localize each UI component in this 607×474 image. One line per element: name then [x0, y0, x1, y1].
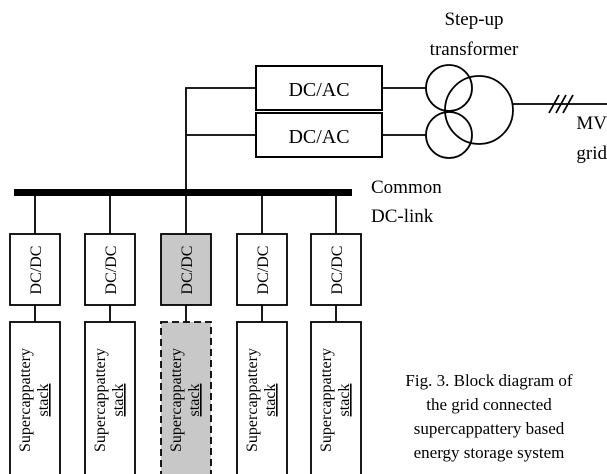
dc-dc-converter-4	[236, 233, 288, 306]
grid-label-line-1: MV	[576, 113, 607, 134]
supercappattery-stack-3-label-line-1: Supercappattery	[168, 348, 185, 452]
step-up-transformer-symbol	[425, 64, 514, 159]
dc-dc-converter-1	[9, 233, 61, 306]
supercappattery-stack-1	[9, 321, 61, 474]
caption-line-3: supercappattery based	[414, 419, 565, 438]
supercappattery-stack-4	[236, 321, 288, 474]
caption-line-4: energy storage system	[414, 443, 565, 462]
mv-grid-line	[513, 94, 607, 114]
dc-link-label-line-1: Common	[371, 177, 442, 198]
dc-ac-converter-2	[255, 112, 383, 158]
supercappattery-stack-3-label-line-2: stack	[186, 384, 203, 417]
supercappattery-stack-4-label-line-1: Supercappattery	[244, 348, 261, 452]
dc-dc-converter-4-label: DC/DC	[255, 246, 272, 295]
dc-link-riser	[185, 87, 256, 192]
dc-dc-converter-3-label: DC/DC	[179, 246, 196, 295]
supercappattery-stack-2	[84, 321, 136, 474]
supercappattery-stack-3	[160, 321, 212, 474]
supercappattery-stack-4-label-line-2: stack	[262, 384, 279, 417]
transformer-label-line-1: Step-up	[444, 9, 503, 30]
supercappattery-stack-5-label-line-1: Supercappattery	[318, 348, 335, 452]
supercappattery-stack-2-label-line-1: Supercappattery	[92, 348, 109, 452]
caption-line-1: Fig. 3. Block diagram of	[405, 371, 572, 390]
supercappattery-stack-1-label-line-1: Supercappattery	[17, 348, 34, 452]
supercappattery-stack-5	[310, 321, 362, 474]
grid-label-line-2: grid	[576, 143, 607, 164]
dc-dc-converter-3	[160, 233, 212, 306]
dc-dc-converter-1-label: DC/DC	[28, 246, 45, 295]
dc-dc-converter-5-label: DC/DC	[329, 246, 346, 295]
transformer-label-line-2: transformer	[430, 39, 519, 60]
converter-to-transformer-wires	[382, 87, 426, 136]
dc-dc-converter-2-label: DC/DC	[103, 246, 120, 295]
dc-link-label-line-2: DC-link	[371, 206, 434, 227]
dc-ac-converter-2-label: DC/AC	[288, 126, 349, 148]
supercappattery-stack-1-label-line-2: stack	[35, 384, 52, 417]
supercappattery-stack-5-label-line-2: stack	[336, 384, 353, 417]
supercappattery-stack-2-label-line-2: stack	[110, 384, 127, 417]
common-dc-link-bus	[14, 189, 352, 196]
dc-ac-converter-1-label: DC/AC	[288, 79, 349, 101]
caption-line-2: the grid connected	[426, 395, 552, 414]
